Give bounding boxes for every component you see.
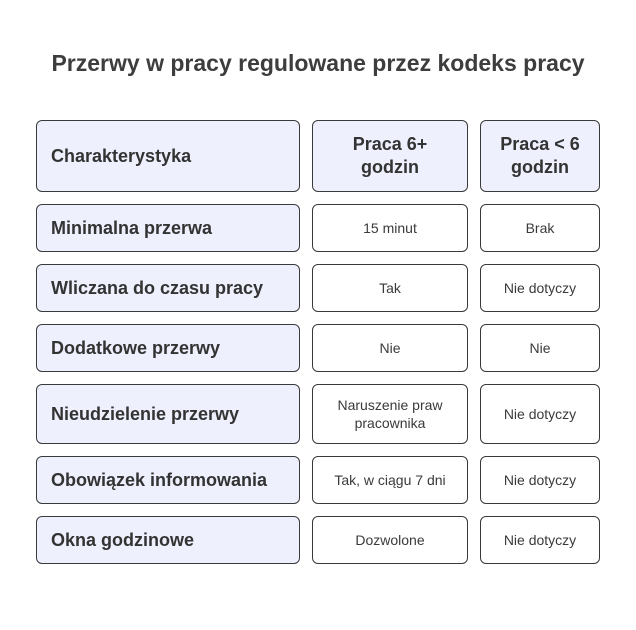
row-break-not-granted-6plus: Naruszenie praw pracownika <box>312 384 468 444</box>
row-minimum-break-under6: Brak <box>480 204 600 252</box>
row-label-break-not-granted: Nieudzielenie przerwy <box>36 384 300 444</box>
row-time-windows-under6: Nie dotyczy <box>480 516 600 564</box>
row-label-counted-in-work-time: Wliczana do czasu pracy <box>36 264 300 312</box>
row-label-additional-breaks: Dodatkowe przerwy <box>36 324 300 372</box>
row-additional-breaks-6plus: Nie <box>312 324 468 372</box>
diagram-title: Przerwy w pracy regulowane przez kodeks … <box>51 50 585 76</box>
header-work-under-6-hours: Praca < 6 godzin <box>480 120 600 192</box>
row-counted-in-work-time-under6: Nie dotyczy <box>480 264 600 312</box>
row-additional-breaks-under6: Nie <box>480 324 600 372</box>
header-work-under-6-hours-label: Praca < 6 godzin <box>500 134 580 177</box>
row-time-windows-6plus: Dozwolone <box>312 516 468 564</box>
row-break-not-granted-6plus-text: Naruszenie praw pracownika <box>337 397 443 431</box>
header-work-6plus-hours: Praca 6+ godzin <box>312 120 468 192</box>
row-break-not-granted-under6: Nie dotyczy <box>480 384 600 444</box>
row-information-duty-under6: Nie dotyczy <box>480 456 600 504</box>
row-label-time-windows: Okna godzinowe <box>36 516 300 564</box>
row-label-minimum-break: Minimalna przerwa <box>36 204 300 252</box>
header-characteristic: Charakterystyka <box>36 120 300 192</box>
row-counted-in-work-time-6plus: Tak <box>312 264 468 312</box>
row-minimum-break-6plus: 15 minut <box>312 204 468 252</box>
row-label-information-duty: Obowiązek informowania <box>36 456 300 504</box>
header-work-6plus-hours-label: Praca 6+ godzin <box>352 134 428 177</box>
row-information-duty-6plus: Tak, w ciągu 7 dni <box>312 456 468 504</box>
